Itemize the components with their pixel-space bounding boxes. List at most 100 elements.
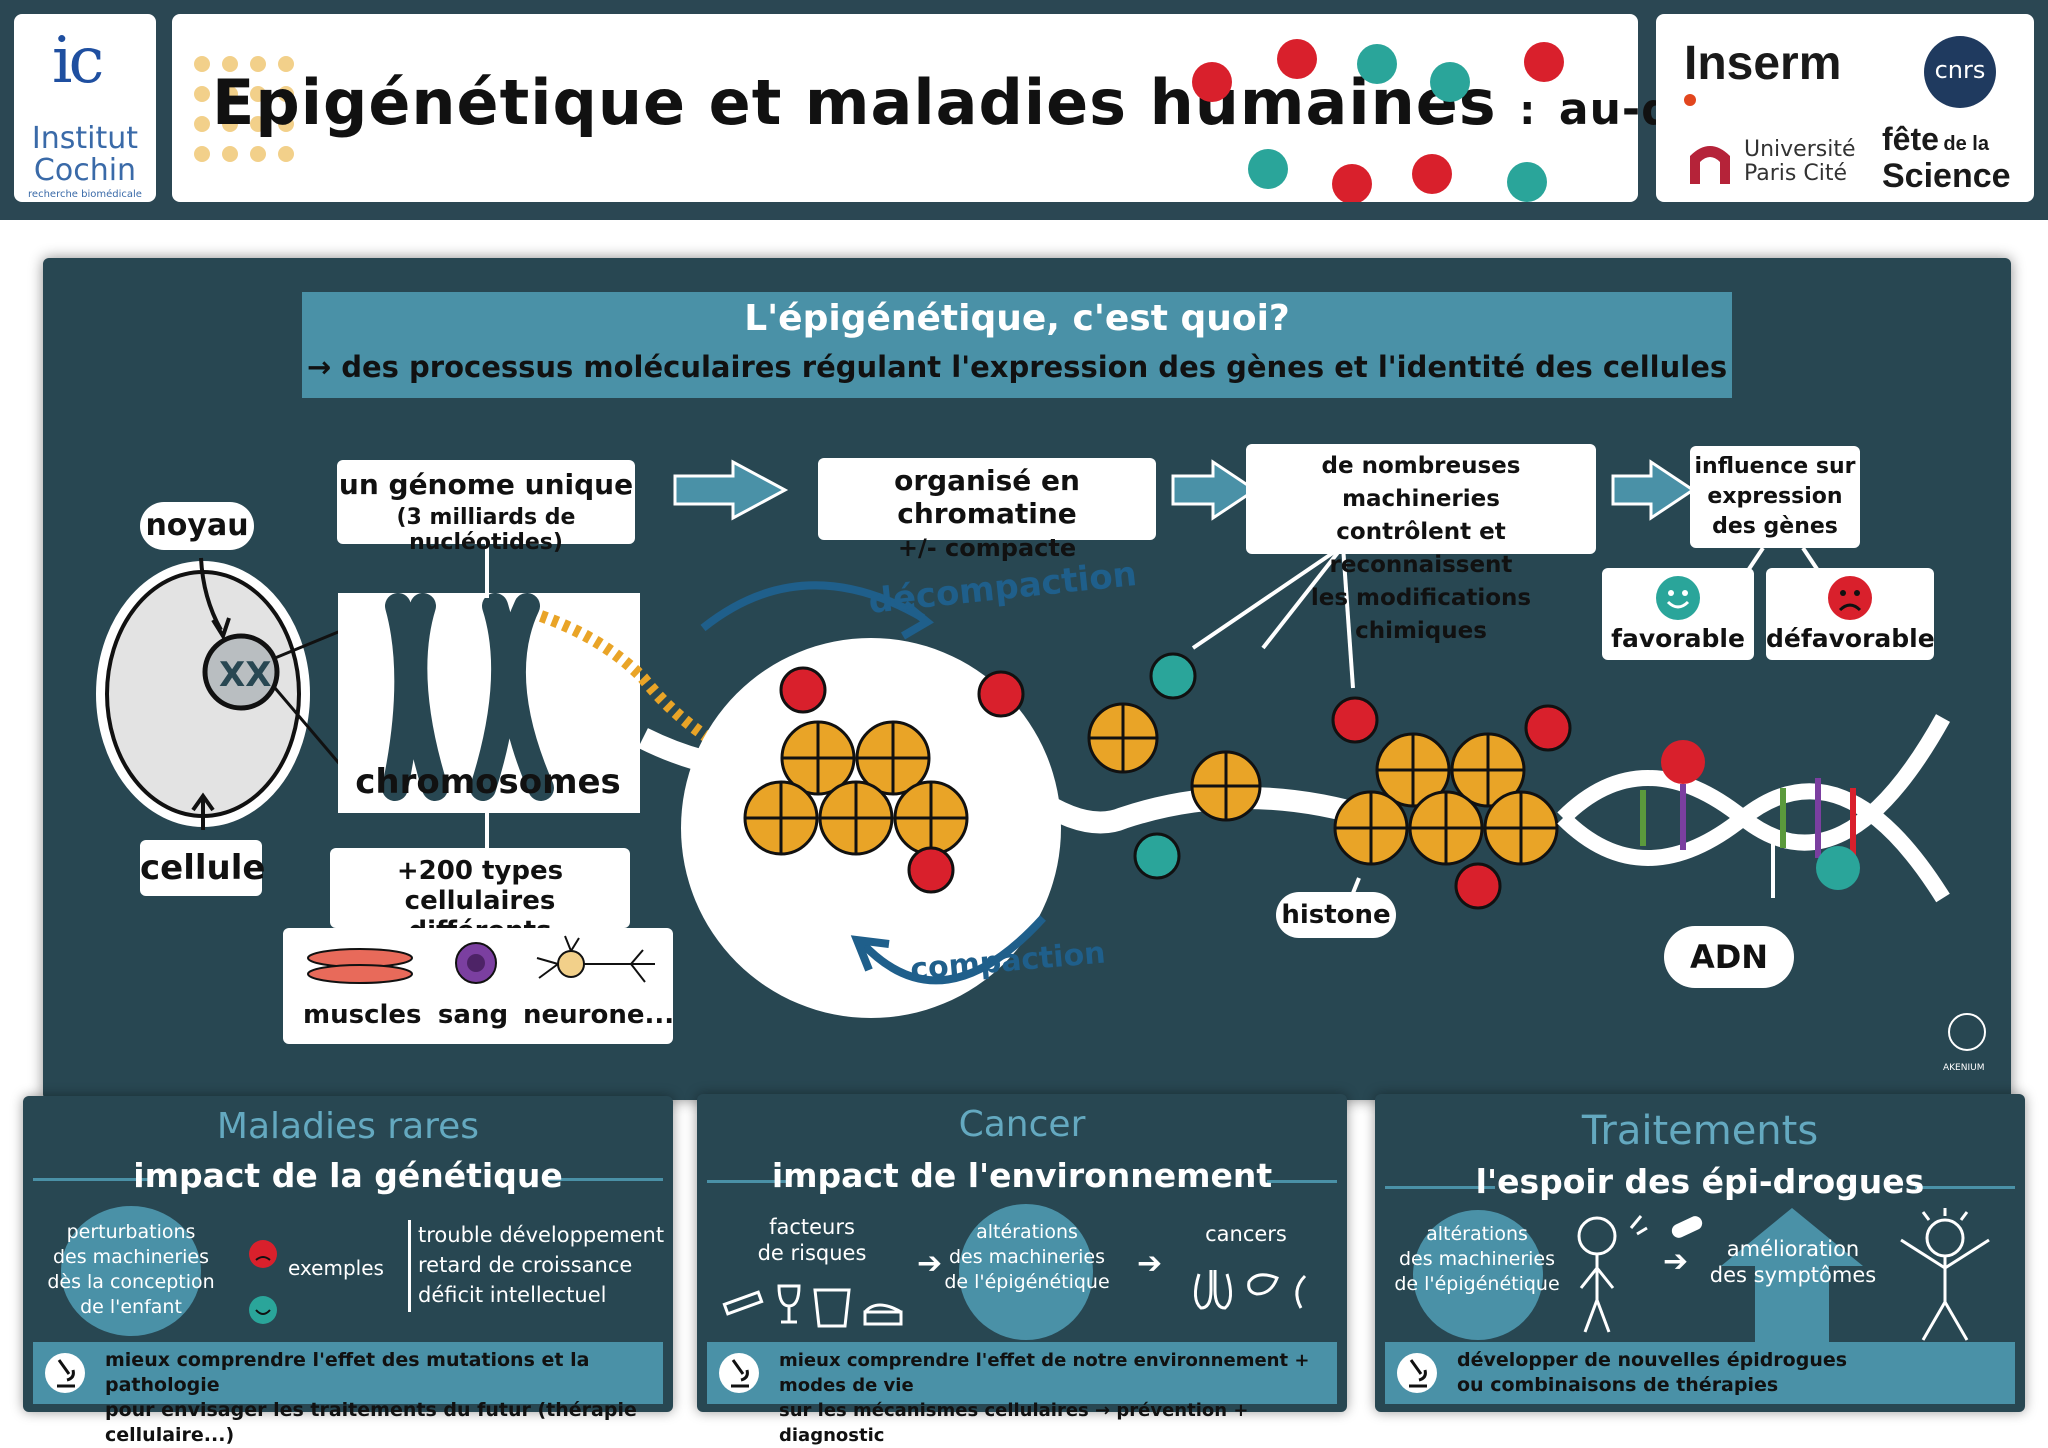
cnrs-logo: cnrs bbox=[1924, 36, 1996, 108]
risk-factors-text: facteurs de risques bbox=[757, 1215, 867, 1265]
panel-subtitle: impact de l'environnement bbox=[771, 1156, 1273, 1195]
defavorable-box: défavorable bbox=[1766, 568, 1935, 660]
label-exemples: exemples bbox=[288, 1256, 384, 1280]
ic-logo-mark: ic bbox=[52, 24, 104, 98]
panel-title: Traitements bbox=[1581, 1108, 1819, 1154]
divider-left bbox=[707, 1180, 787, 1183]
machineries-line1: de nombreuses machineries bbox=[1321, 453, 1521, 512]
fete-de-la-science-logo: fête de la Science bbox=[1882, 121, 2011, 195]
panel-maladies-rares: Maladies rares impact de la génétique pe… bbox=[23, 1096, 673, 1446]
divider-left bbox=[1385, 1186, 1495, 1189]
definition-question: L'épigénétique, c'est quoi? bbox=[744, 298, 1290, 339]
artist-signature: AKENIUM bbox=[1943, 1063, 1984, 1073]
panel-traitements: Traitements l'espoir des épi-drogues alt… bbox=[1375, 1094, 2025, 1412]
neuron-icon bbox=[536, 935, 655, 983]
panel-subtitle: l'espoir des épi-drogues bbox=[1475, 1162, 1925, 1201]
blood-cell-icon bbox=[455, 942, 497, 984]
genome-box: un génome unique (3 milliards de nucléot… bbox=[337, 460, 635, 555]
chromatin-line1: organisé en chromatine bbox=[894, 464, 1080, 530]
blob-text: perturbations des machineries dès la con… bbox=[47, 1221, 215, 1318]
dna-helix-icon bbox=[1557, 714, 1950, 903]
favorable-box: favorable bbox=[1602, 568, 1754, 660]
institute-name-line2: Cochin bbox=[33, 153, 137, 188]
genome-line2: (3 milliards de nucléotides) bbox=[396, 505, 576, 555]
microscope-icon bbox=[1397, 1353, 1437, 1393]
blob-text: altérations des machineries de l'épigéné… bbox=[944, 1221, 1110, 1293]
machineries-line2: contrôlent et reconnaissent bbox=[1329, 519, 1513, 578]
machineries-line3: les modifications chimiques bbox=[1310, 585, 1532, 644]
definition-answer: → des processus moléculaires régulant l'… bbox=[306, 350, 1728, 384]
microscope-icon bbox=[45, 1353, 85, 1393]
panel-footer-text: développer de nouvelles épidrogues ou co… bbox=[1457, 1349, 1848, 1396]
happy-face-icon bbox=[1656, 576, 1700, 620]
inserm-logo: Inserm bbox=[1684, 37, 1842, 90]
machineries-box: de nombreuses machineries contrôlent et … bbox=[1246, 444, 1596, 644]
improvement-text: amélioration des symptômes bbox=[1709, 1237, 1877, 1287]
muscle-cell-icon bbox=[307, 948, 413, 984]
highlight-blob bbox=[959, 1204, 1093, 1340]
connector-lines bbox=[485, 508, 1825, 919]
influence-box: influence sur expression des gènes bbox=[1690, 446, 1860, 548]
risk-factors-icon bbox=[722, 1284, 903, 1328]
institute-tagline: recherche biomédicale bbox=[28, 189, 142, 200]
compaction-arrow-icon bbox=[860, 915, 1046, 985]
inserm-dot-icon bbox=[1684, 94, 1696, 106]
examples-list: trouble développement retard de croissan… bbox=[418, 1223, 665, 1307]
panel-title: Cancer bbox=[958, 1104, 1086, 1145]
influence-line3: des gènes bbox=[1712, 514, 1838, 539]
pill-icon bbox=[1671, 1216, 1703, 1238]
faces-icon bbox=[249, 1240, 277, 1324]
decompaction-arrow-icon bbox=[700, 581, 926, 632]
cell-types-line1: +200 types cellulaires bbox=[396, 856, 564, 916]
divider-right bbox=[1915, 1186, 2015, 1189]
label-histone: histone bbox=[1276, 892, 1396, 938]
divider-right bbox=[1267, 1180, 1337, 1183]
organs-icon bbox=[1194, 1270, 1307, 1310]
page-title-main: Epigénétique et maladies humaines bbox=[212, 66, 1497, 139]
chromosomes-illustration bbox=[338, 593, 746, 813]
cancers-text: cancers bbox=[1205, 1222, 1287, 1246]
bracket-line bbox=[408, 1220, 411, 1312]
influence-line2: expression bbox=[1707, 484, 1843, 509]
highlight-blob bbox=[61, 1206, 201, 1336]
epigenetics-diagram: XX bbox=[96, 459, 1986, 1073]
divider-left bbox=[33, 1178, 153, 1181]
up-arrow-icon bbox=[1721, 1208, 1863, 1342]
chromatin-line2: +/- compacte bbox=[897, 534, 1077, 562]
label-noyau: noyau bbox=[140, 502, 254, 550]
cell-types-box: +200 types cellulaires différents possib… bbox=[330, 848, 630, 976]
panel-footer: mieux comprendre l'effet des mutations e… bbox=[33, 1342, 663, 1446]
panel-subtitle: impact de la génétique bbox=[133, 1156, 563, 1195]
label-defavorable: défavorable bbox=[1766, 624, 1935, 653]
panel-footer: développer de nouvelles épidrogues ou co… bbox=[1385, 1342, 2015, 1404]
title-card: Epigénétique et maladies humaines : au-d… bbox=[172, 14, 2027, 202]
panel-footer-text: mieux comprendre l'effet des mutations e… bbox=[105, 1349, 637, 1446]
universite-name: Université Paris Cité bbox=[1744, 137, 1856, 186]
panel-cancer: Cancer impact de l'environnement facteur… bbox=[697, 1094, 1347, 1446]
marks-decoration-icon bbox=[1192, 39, 1564, 202]
label-chromosomes: chromosomes bbox=[355, 762, 621, 802]
influence-line1: influence sur bbox=[1694, 454, 1856, 479]
panel-title: Maladies rares bbox=[216, 1106, 480, 1147]
flow-arrows bbox=[673, 459, 1696, 521]
genome-line1: un génome unique bbox=[338, 468, 634, 501]
chromatin-box: organisé en chromatine +/- compacte bbox=[818, 458, 1156, 562]
compact-nucleosomes bbox=[743, 666, 1025, 894]
definition-box: L'épigénétique, c'est quoi? → des proces… bbox=[302, 292, 1732, 398]
label-adn: ADN bbox=[1664, 926, 1794, 988]
label-sang: sang bbox=[437, 1000, 509, 1030]
artist-signature-icon bbox=[1948, 1013, 1986, 1051]
arrow-right-icon: ➔ bbox=[1663, 1244, 1689, 1279]
label-cellule: cellule bbox=[140, 840, 265, 896]
highlight-blob bbox=[1413, 1210, 1543, 1340]
divider-right bbox=[543, 1178, 663, 1181]
label-favorable: favorable bbox=[1611, 624, 1745, 653]
blob-text: altérations des machineries de l'épigéné… bbox=[1394, 1223, 1560, 1295]
partners-card: Inserm cnrs Université Paris Cité fête d… bbox=[1656, 14, 2034, 202]
label-muscles: muscles bbox=[303, 1000, 422, 1030]
svg-text:XX: XX bbox=[219, 655, 271, 695]
happy-person-icon bbox=[1900, 1208, 1990, 1341]
arrow-right-icon: ➔ bbox=[1137, 1246, 1163, 1281]
label-neurone: neurone... bbox=[523, 1000, 675, 1030]
sad-person-icon bbox=[1577, 1215, 1648, 1333]
